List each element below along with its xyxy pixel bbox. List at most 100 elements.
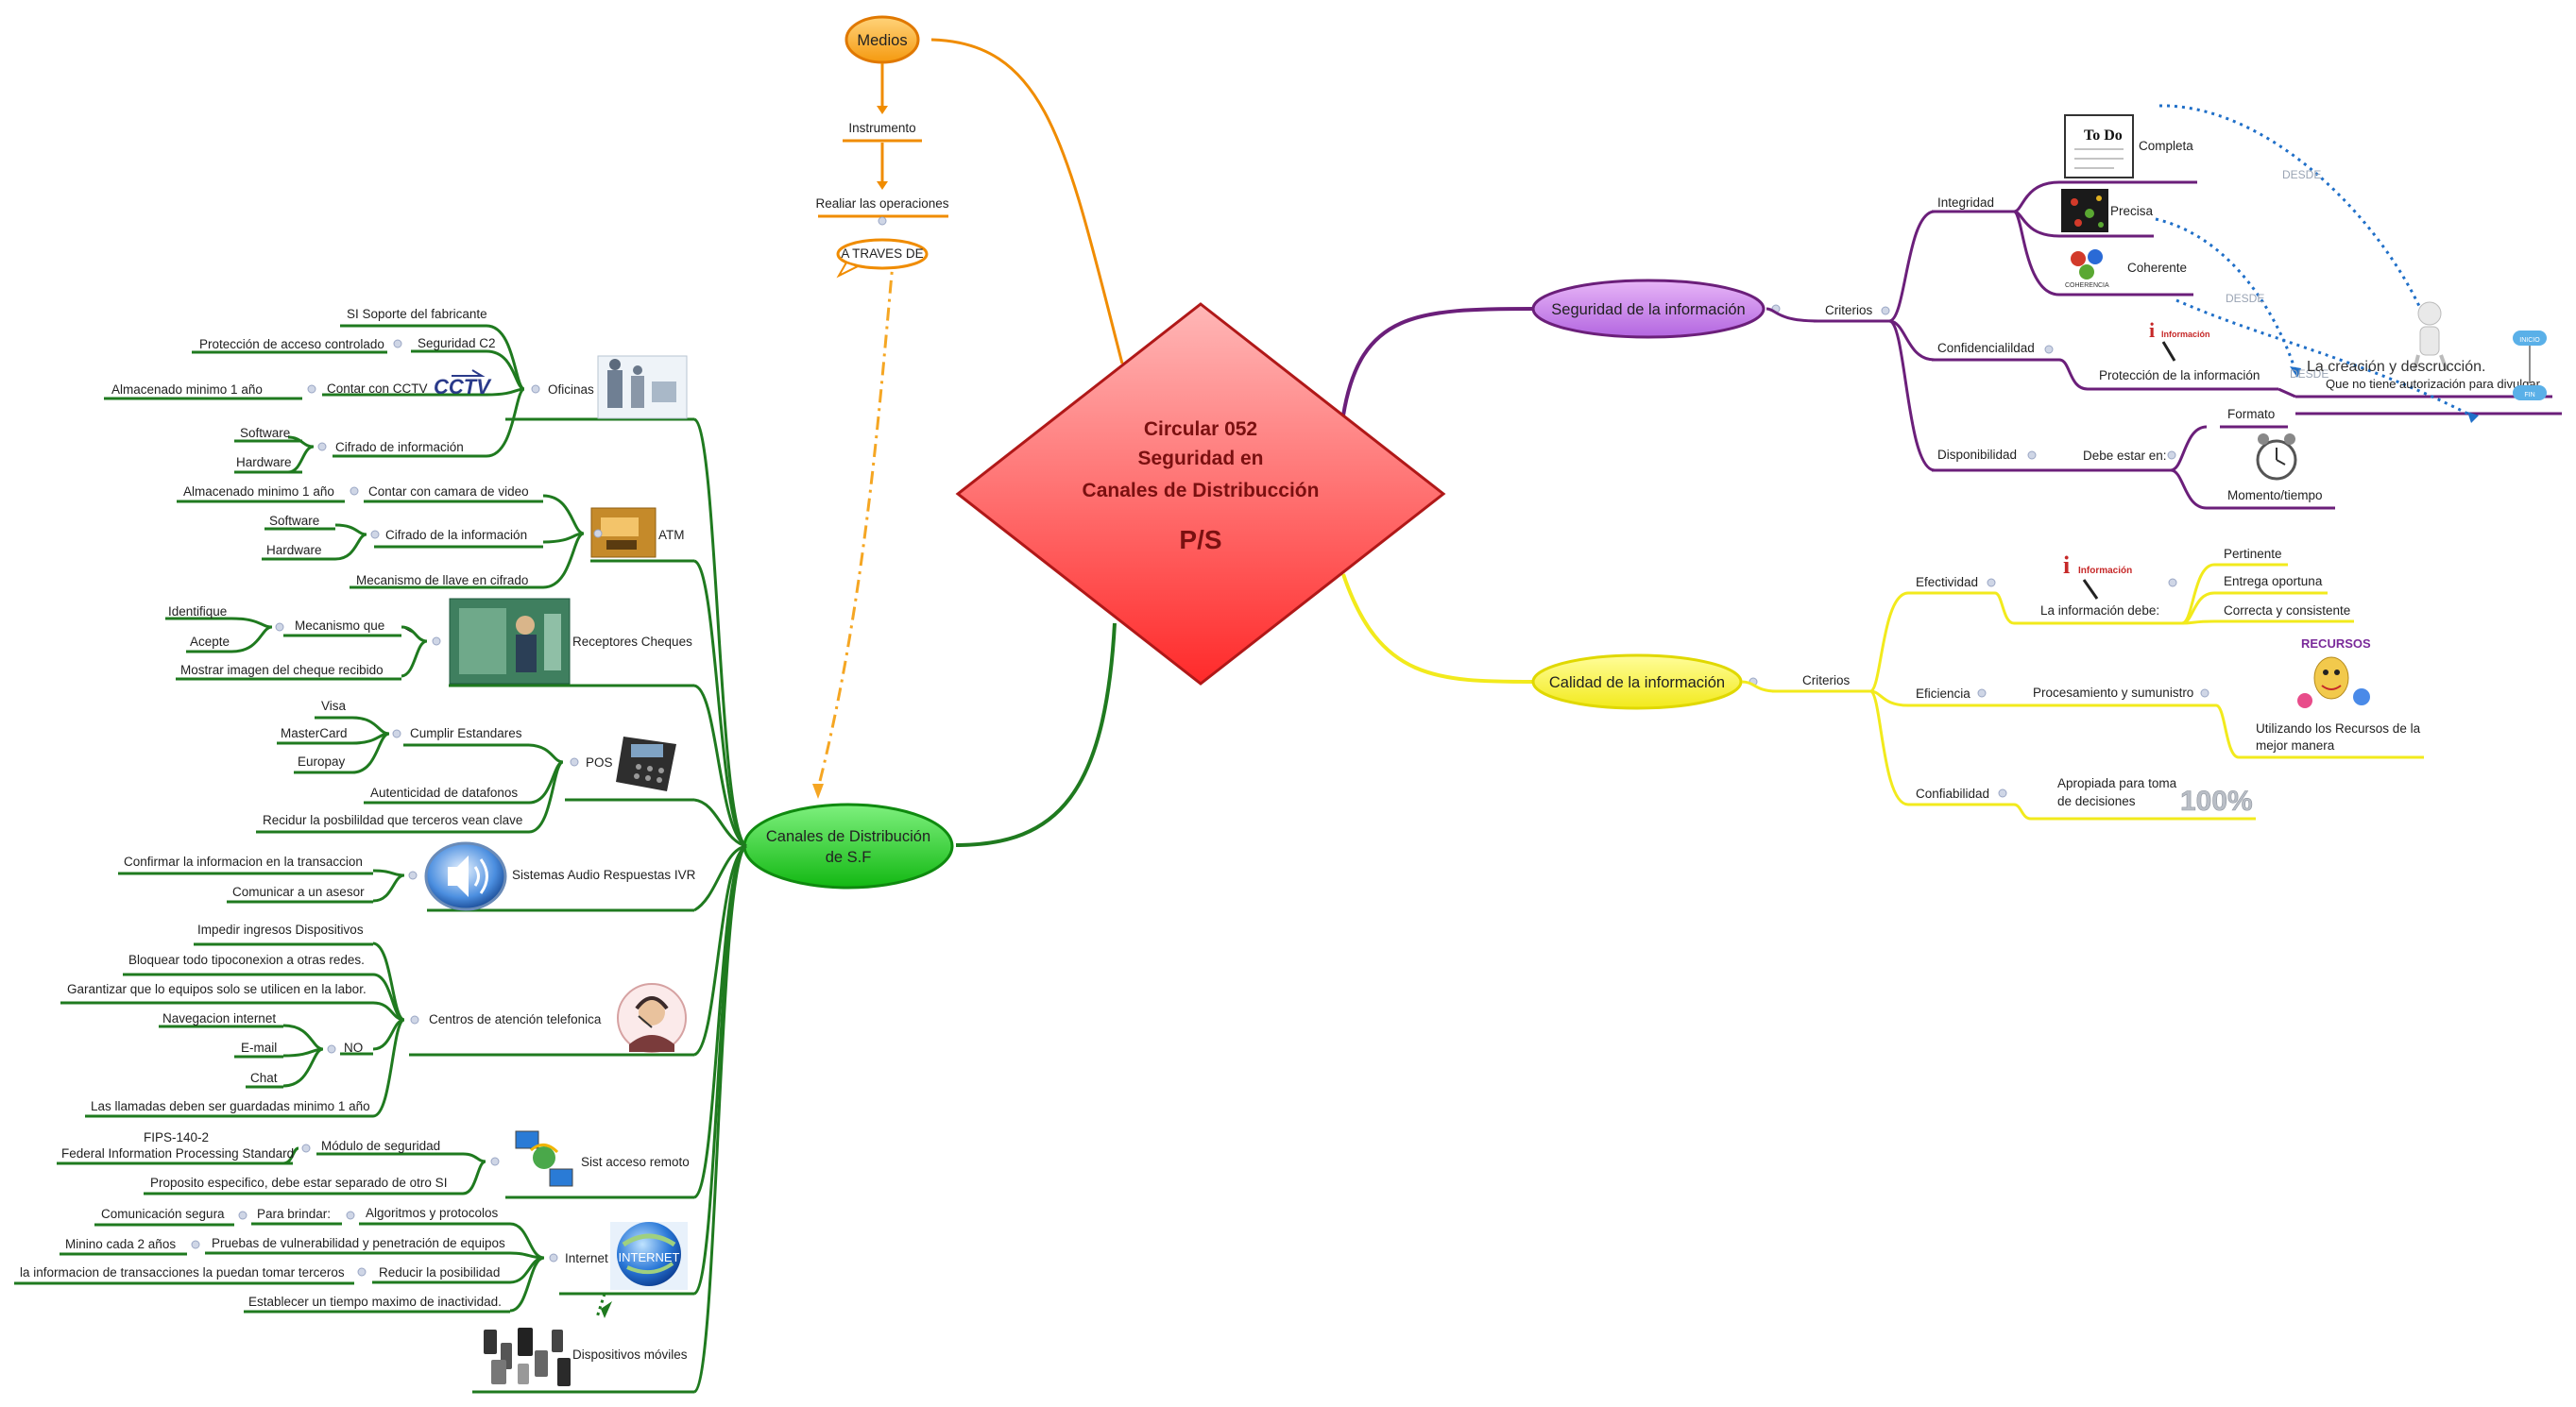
camara-video[interactable]: Contar con camara de video [368, 484, 529, 499]
software-oficinas[interactable]: Software [240, 426, 290, 440]
pos-branch: POS Cumplir Estandares Visa MasterCard E… [256, 699, 694, 834]
confiabilidad[interactable]: Confiabilidad [1916, 787, 1989, 801]
instrumento-label[interactable]: Instrumento [848, 121, 915, 135]
calidad-branch: Calidad de la información Criterios Efec… [1531, 546, 2424, 821]
sin-autorizacion[interactable]: Que no tiene autorización para divulgar. [2326, 377, 2543, 391]
almacenado-oficinas[interactable]: Almacenado minimo 1 año [111, 382, 263, 397]
modulo-seguridad[interactable]: Módulo de seguridad [321, 1139, 440, 1153]
momento-tiempo[interactable]: Momento/tiempo [2227, 488, 2323, 502]
hardware-oficinas[interactable]: Hardware [236, 455, 292, 469]
a-traves-de-label: A TRAVES DE [841, 246, 923, 261]
pertinente[interactable]: Pertinente [2224, 547, 2282, 561]
realiar-label[interactable]: Realiar las operaciones [815, 196, 948, 211]
procesamiento-sumunistro[interactable]: Procesamiento y sumunistro [2033, 686, 2193, 700]
contar-cctv[interactable]: Contar con CCTV [327, 381, 428, 396]
a-traves-de-callout[interactable] [836, 238, 929, 270]
efectividad[interactable]: Efectividad [1916, 575, 1978, 589]
precisa[interactable]: Precisa [2110, 204, 2154, 218]
seguridad-c2[interactable]: Seguridad C2 [418, 336, 496, 350]
proposito-especifico[interactable]: Proposito especifico, debe estar separad… [150, 1176, 447, 1190]
bloquear-conexion[interactable]: Bloquear todo tipoconexion a otras redes… [128, 953, 365, 967]
integridad[interactable]: Integridad [1937, 195, 1994, 210]
internet-branch: INTERNET Internet Algoritmos y protocolo… [14, 1206, 694, 1318]
acepte[interactable]: Acepte [190, 635, 230, 649]
apropiada-decisiones-2[interactable]: de decisiones [2057, 794, 2136, 808]
remoto-label[interactable]: Sist acceso remoto [581, 1155, 690, 1169]
recidur-terceros[interactable]: Recidur la posbilildad que terceros vean… [263, 813, 522, 827]
center-title-line1: Circular 052 [1144, 418, 1257, 440]
tiempo-inactividad[interactable]: Establecer un tiempo maximo de inactivid… [248, 1295, 502, 1309]
navegacion-internet[interactable]: Navegacion internet [162, 1011, 276, 1026]
moviles-label[interactable]: Dispositivos móviles [572, 1348, 688, 1362]
soporte-fabricante[interactable]: SI Soporte del fabricante [347, 307, 487, 321]
fips-standard[interactable]: Federal Information Processing Standard [61, 1146, 294, 1161]
proteccion-acceso[interactable]: Protección de acceso controlado [199, 337, 384, 351]
internet-globe-text: INTERNET [619, 1250, 680, 1264]
atm-label[interactable]: ATM [658, 528, 685, 542]
pos-label[interactable]: POS [586, 755, 613, 770]
oficinas-label[interactable]: Oficinas [548, 382, 594, 397]
fips-140-2[interactable]: FIPS-140-2 [144, 1130, 209, 1144]
mastercard[interactable]: MasterCard [281, 726, 348, 740]
visa[interactable]: Visa [321, 699, 347, 713]
criterios-seguridad[interactable]: Criterios [1825, 303, 1873, 317]
confirmar-informacion[interactable]: Confirmar la informacion en la transacci… [124, 855, 363, 869]
debe-estar-en[interactable]: Debe estar en: [2083, 449, 2167, 463]
informacion-magnifier-icon: i Información [2144, 314, 2220, 362]
apropiada-decisiones-1[interactable]: Apropiada para toma [2057, 776, 2177, 790]
europay[interactable]: Europay [298, 754, 346, 769]
formato[interactable]: Formato [2227, 407, 2275, 421]
center-topic[interactable]: Circular 052 Seguridad en Canales de Dis… [955, 302, 1446, 686]
reducir-posibilidad[interactable]: Reducir la posibilidad [379, 1265, 500, 1280]
coherente[interactable]: Coherente [2127, 261, 2187, 275]
confidencialidad[interactable]: Confidencialildad [1937, 341, 2035, 355]
canales-node[interactable]: Canales de Distribución de S.F [742, 803, 954, 890]
creacion-destruccion[interactable]: La creación y descrucción. [2307, 359, 2485, 375]
utilizando-recursos-2[interactable]: mejor manera [2256, 738, 2335, 753]
calidad-node[interactable] [1531, 653, 1743, 710]
seguridad-branch: Seguridad de la información Criterios In… [1531, 104, 2562, 510]
cumplir-estandares[interactable]: Cumplir Estandares [410, 726, 522, 740]
internet-label[interactable]: Internet [565, 1251, 608, 1265]
no-label[interactable]: NO [344, 1041, 363, 1055]
identifique[interactable]: Identifique [168, 604, 227, 619]
medios-label: Medios [857, 32, 907, 49]
coherencia-icon: COHERENCIA [2061, 244, 2124, 291]
informacion-debe[interactable]: La información debe: [2040, 603, 2159, 618]
completa[interactable]: Completa [2139, 139, 2193, 153]
entrega-oportuna[interactable]: Entrega oportuna [2224, 574, 2323, 588]
minino-2-anos[interactable]: Minino cada 2 años [65, 1237, 176, 1251]
ivr-label[interactable]: Sistemas Audio Respuestas IVR [512, 868, 696, 882]
receptores-label[interactable]: Receptores Cheques [572, 635, 692, 649]
comunicacion-segura[interactable]: Comunicación segura [101, 1207, 225, 1221]
mostrar-imagen[interactable]: Mostrar imagen del cheque recibido [180, 663, 384, 677]
criterios-calidad[interactable]: Criterios [1802, 673, 1851, 687]
autenticidad-datafonos[interactable]: Autenticidad de datafonos [370, 786, 518, 800]
medios-node[interactable] [844, 15, 920, 64]
proteccion-informacion[interactable]: Protección de la información [2099, 368, 2260, 382]
mecanismo-llave[interactable]: Mecanismo de llave en cifrado [356, 573, 528, 587]
software-atm[interactable]: Software [269, 514, 319, 528]
cifrado-atm[interactable]: Cifrado de la información [385, 528, 527, 542]
llamadas-guardadas[interactable]: Las llamadas deben ser guardadas minimo … [91, 1099, 370, 1113]
algoritmos-protocolos[interactable]: Algoritmos y protocolos [366, 1206, 499, 1220]
impedir-ingresos[interactable]: Impedir ingresos Dispositivos [197, 923, 364, 937]
almacenado-atm[interactable]: Almacenado minimo 1 año [183, 484, 334, 499]
comunicar-asesor[interactable]: Comunicar a un asesor [232, 885, 365, 899]
seguridad-node[interactable] [1531, 279, 1766, 339]
eficiencia[interactable]: Eficiencia [1916, 687, 1970, 701]
mecanismo-que[interactable]: Mecanismo que [295, 619, 384, 633]
disponibilidad[interactable]: Disponibilidad [1937, 448, 2017, 462]
cifrado-informacion[interactable]: Cifrado de información [335, 440, 464, 454]
para-brindar[interactable]: Para brindar: [257, 1207, 331, 1221]
pruebas-vulnerabilidad[interactable]: Pruebas de vulnerabilidad y penetración … [212, 1236, 505, 1250]
chat[interactable]: Chat [250, 1071, 278, 1085]
hardware-atm[interactable]: Hardware [266, 543, 322, 557]
correcta-consistente[interactable]: Correcta y consistente [2224, 603, 2350, 618]
informacion-transacciones[interactable]: la informacion de transacciones la pueda… [20, 1265, 345, 1280]
garantizar-equipos[interactable]: Garantizar que lo equipos solo se utilic… [67, 982, 367, 996]
centros-label[interactable]: Centros de atención telefonica [429, 1012, 602, 1026]
email[interactable]: E-mail [241, 1041, 277, 1055]
utilizando-recursos-1[interactable]: Utilizando los Recursos de la [2256, 721, 2421, 736]
